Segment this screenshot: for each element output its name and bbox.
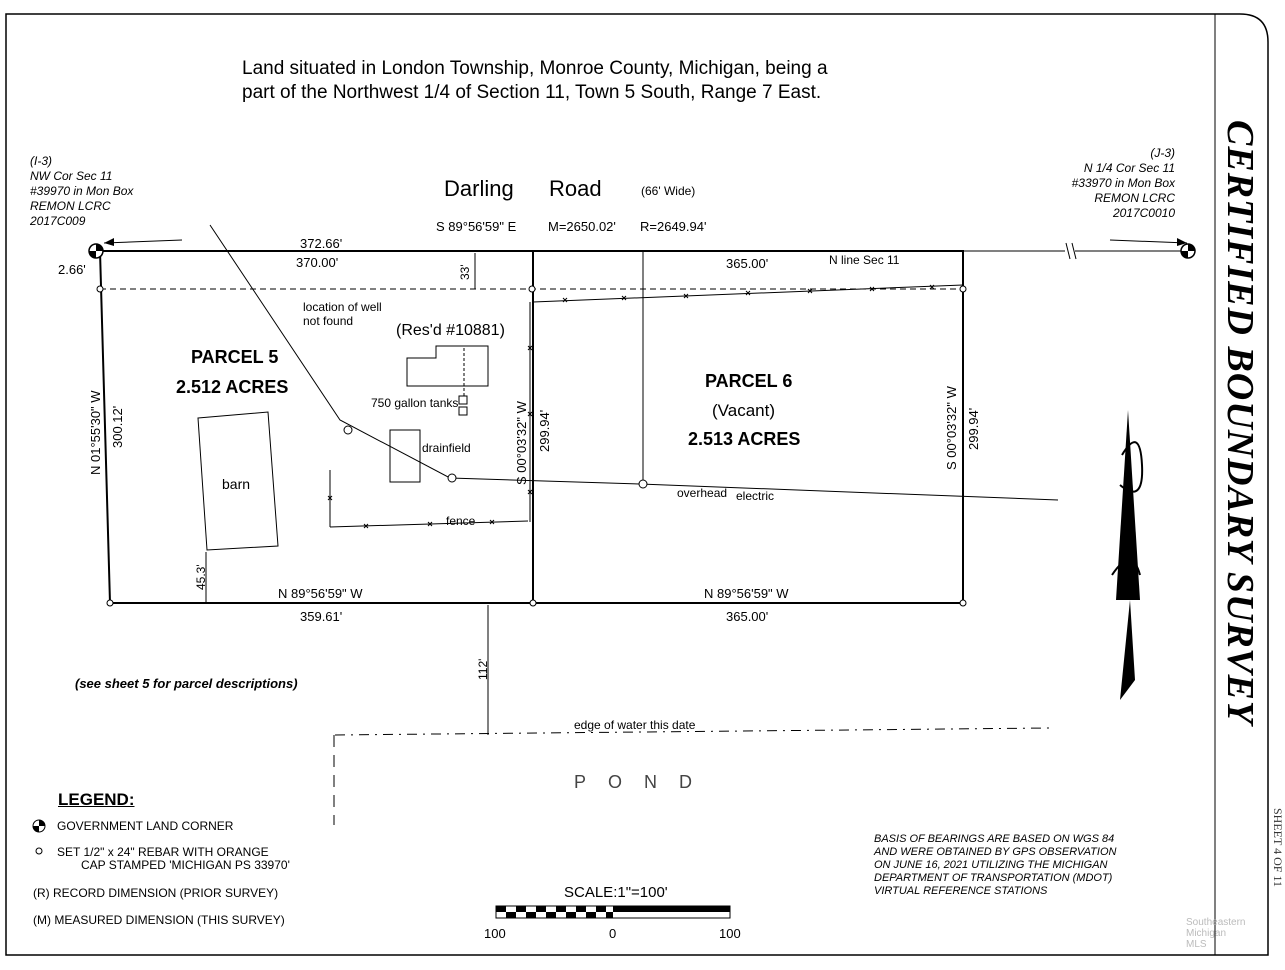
legend-item-2: SET 1/2" x 24" REBAR WITH ORANGE [57,845,269,859]
road-bearing: S 89°56'59" E [436,219,517,234]
electric-label-2: electric [736,489,775,503]
drainfield-label: drainfield [422,441,471,455]
parcel-6-boundary [533,250,964,604]
dim-266: 2.66' [58,262,86,277]
certified-survey-title: CERTIFIED BOUNDARY SURVEY [1219,120,1261,726]
parcel-6-acres: 2.513 ACRES [688,429,801,449]
scale-bar [495,905,731,919]
arrowhead-left [104,238,114,246]
parcel-6-name: PARCEL 6 [705,371,793,391]
dim-top-b: 370.00' [296,255,339,270]
corner-arrow-right [1109,239,1188,244]
n-line-label: N line Sec 11 [829,253,900,267]
well-label-1: location of well [303,300,382,314]
utility-pole-1 [343,425,353,435]
dim-bot-bearing-b: N 89°56'59" W [704,586,789,601]
break-mark [1065,242,1077,260]
legend-rebar-symbol [35,847,43,855]
dim-top-c: 365.00' [726,256,769,271]
dim-bot-bearing-a: N 89°56'59" W [278,586,363,601]
sheet-border [5,13,1269,956]
parcel-6-status: (Vacant) [712,401,775,420]
tank-1 [458,395,468,405]
barn-label: barn [222,476,251,492]
pond-label: POND [574,772,715,792]
legend-gov-corner-symbol [32,819,46,833]
water-edge-label: edge of water this date [574,718,696,732]
scale-label: SCALE:1"=100' [564,884,668,901]
north-arrow [1111,410,1144,700]
dim-left-len: 300.12' [110,405,125,448]
header-line-1: Land situated in London Township, Monroe… [242,58,828,79]
residence-label: (Res'd #10881) [396,322,505,339]
sheet-number: SHEET 4 OF 11 [1271,808,1285,888]
scale-tick-2: 100 [719,926,741,941]
gov-corner-n14 [1180,243,1196,259]
dim-right-bearing: S 00°03'32" W [944,386,959,470]
legend-item-1: GOVERNMENT LAND CORNER [57,819,234,833]
dim-row-33: 33' [458,264,472,280]
parcel-5-acres: 2.512 ACRES [176,377,289,397]
dim-bot-len-a: 359.61' [300,609,343,624]
road-measured: M=2650.02' [548,219,616,234]
dim-453: 45.3' [194,564,208,590]
dim-112: 112' [476,658,490,680]
fence-south [329,520,529,528]
legend-item-4: (R) RECORD DIMENSION (PRIOR SURVEY) [33,886,279,900]
road-record: R=2649.94' [640,219,707,234]
dim-top-a: 372.66' [300,236,343,251]
legend-title: LEGEND: [58,790,135,809]
fence-label: fence [446,514,476,528]
barn-outline [197,411,279,551]
well-label-2: not found [303,314,354,328]
dim-mid-bearing: S 00°03'32" W [514,401,529,485]
scale-tick-0: 100 [484,926,506,941]
scale-tick-1: 0 [609,926,617,941]
dim-mid-len: 299.94' [537,409,552,452]
header-line-2: part of the Northwest 1/4 of Section 11,… [242,82,822,103]
utility-pole-3 [638,479,648,489]
legend-item-5: (M) MEASURED DIMENSION (THIS SURVEY) [33,913,285,927]
road-name-2: Road [549,176,602,201]
dim-right-len: 299.94' [966,407,981,450]
fence-north-x [562,284,935,303]
parcel-5-name: PARCEL 5 [191,347,279,367]
utility-pole-2 [447,473,457,483]
electric-label-1: overhead [677,486,728,500]
dim-bot-len-b: 365.00' [726,609,769,624]
house-footprint [406,345,489,387]
fence-x-marks [327,345,533,529]
parcel-note: (see sheet 5 for parcel descriptions) [75,676,298,691]
legend-item-3: CAP STAMPED 'MICHIGAN PS 33970' [81,858,290,872]
arrowhead-right [1177,238,1187,246]
rebar-markers [96,285,967,607]
tank-2 [458,406,468,416]
dim-left-bearing: N 01°55'30" W [88,390,103,475]
tanks-label: 750 gallon tanks [371,396,459,410]
road-width: (66' Wide) [641,184,696,198]
gov-corner-nw [88,243,104,259]
corner-arrow-left [103,239,183,244]
road-name-1: Darling [444,176,514,201]
drainfield-outline [389,429,421,483]
